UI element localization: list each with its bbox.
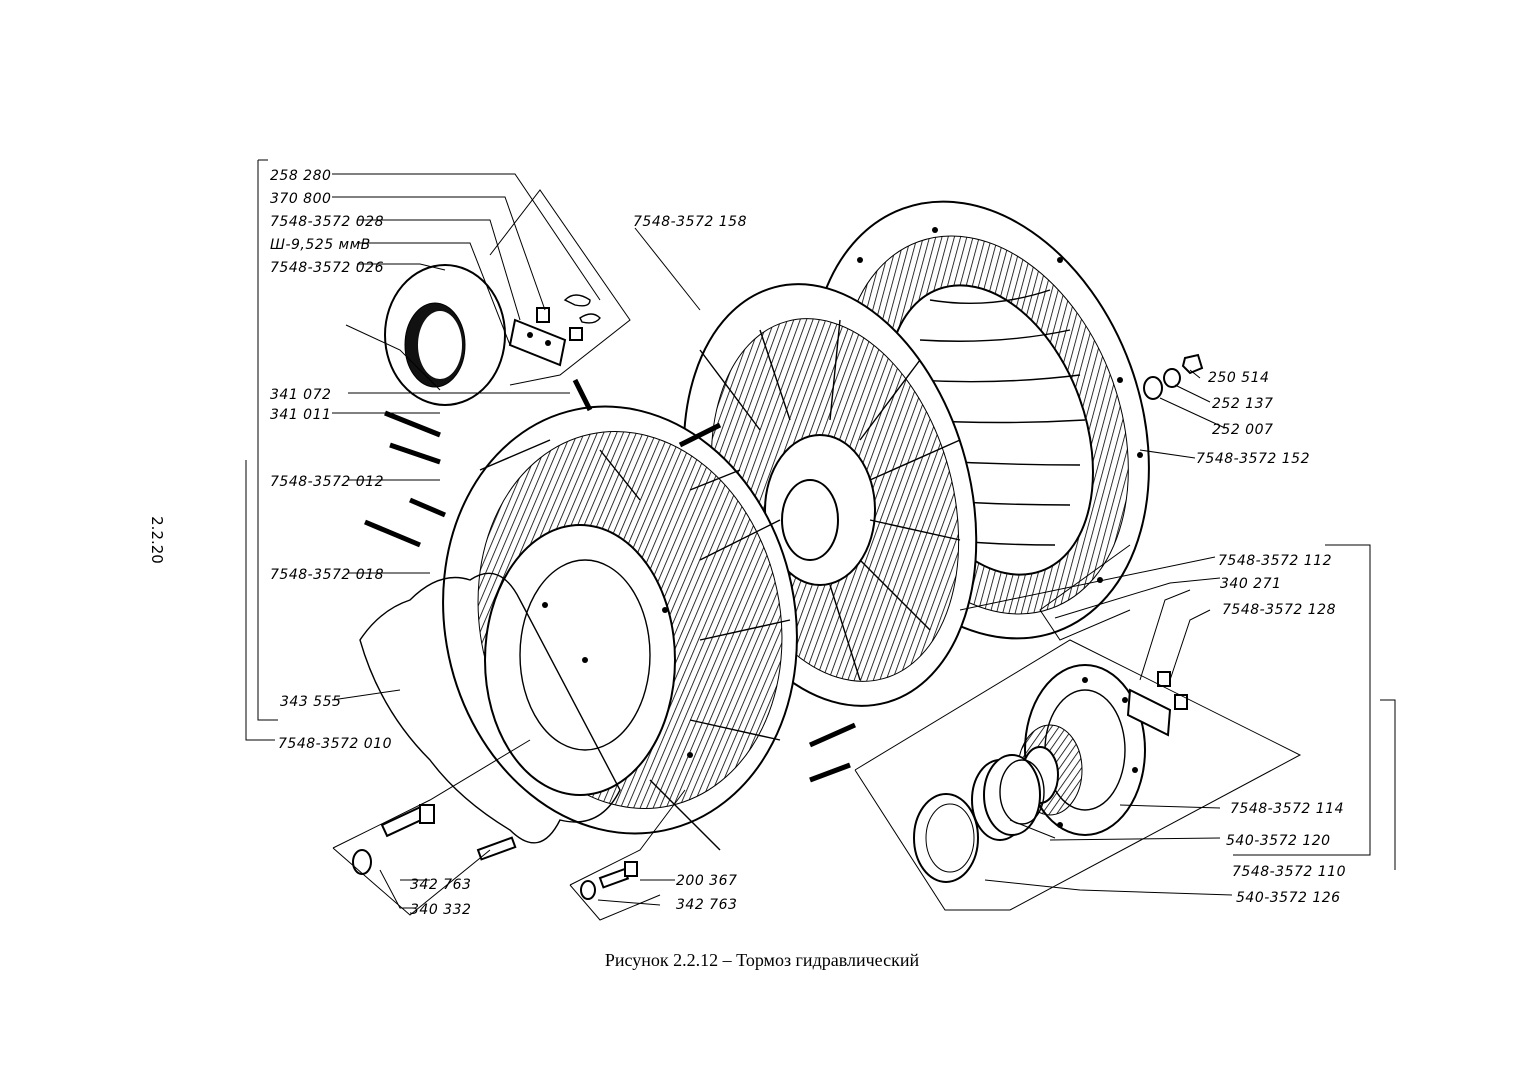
label-252007: 252 007 <box>1212 422 1273 438</box>
label-7548-3572158: 7548-3572 158 <box>633 214 747 230</box>
label-7548-3572010: 7548-3572 010 <box>278 736 392 752</box>
label-540-3572126: 540-3572 126 <box>1236 890 1341 906</box>
bolt-washer-left-drawing <box>352 804 517 875</box>
label-200367: 200 367 <box>676 873 737 889</box>
studs-drawing <box>364 378 857 783</box>
label-7548-3572114: 7548-3572 114 <box>1230 801 1344 817</box>
label-540-3572120: 540-3572 120 <box>1226 833 1331 849</box>
label-7548-3572128: 7548-3572 128 <box>1222 602 1336 618</box>
label-250514: 250 514 <box>1208 370 1269 386</box>
label-7548-3572018: 7548-3572 018 <box>270 567 384 583</box>
leader-lines <box>245 159 1396 921</box>
label-340332: 340 332 <box>410 902 471 918</box>
part-labels: 258 280 370 800 7548-3572 028 Ш-9,525 мм… <box>270 168 1346 918</box>
label-342763-left: 342 763 <box>410 877 471 893</box>
bracket-drawing <box>508 294 601 367</box>
label-7548-3572110: 7548-3572 110 <box>1232 864 1346 880</box>
bolt-washer-center-drawing <box>580 861 638 900</box>
label-252137: 252 137 <box>1212 396 1273 412</box>
label-7548-3572112: 7548-3572 112 <box>1218 553 1332 569</box>
label-342763-center: 342 763 <box>676 897 737 913</box>
nut-washers-drawing <box>1143 353 1204 400</box>
label-7548-3572028: 7548-3572 028 <box>270 214 384 230</box>
page-number: 2.2.20 <box>148 516 166 564</box>
small-bracket-drawing <box>1126 671 1188 737</box>
label-343555: 343 555 <box>280 694 341 710</box>
label-7548-3572152: 7548-3572 152 <box>1196 451 1310 467</box>
figure-caption: Рисунок 2.2.12 – Тормоз гидравлический <box>605 950 920 970</box>
label-ball-9525: Ш-9,525 ммВ <box>270 237 371 253</box>
label-7548-3572012: 7548-3572 012 <box>270 474 384 490</box>
label-258280: 258 280 <box>270 168 331 184</box>
label-7548-3572026: 7548-3572 026 <box>270 260 384 276</box>
seal-ring-drawing <box>384 264 506 406</box>
label-340271: 340 271 <box>1220 576 1281 592</box>
rings-drawing <box>913 754 1045 883</box>
label-341072: 341 072 <box>270 387 331 403</box>
gasket-drawing <box>359 572 621 844</box>
main-housing-drawing <box>442 405 798 851</box>
label-370800: 370 800 <box>270 191 331 207</box>
label-341011: 341 011 <box>270 407 331 423</box>
